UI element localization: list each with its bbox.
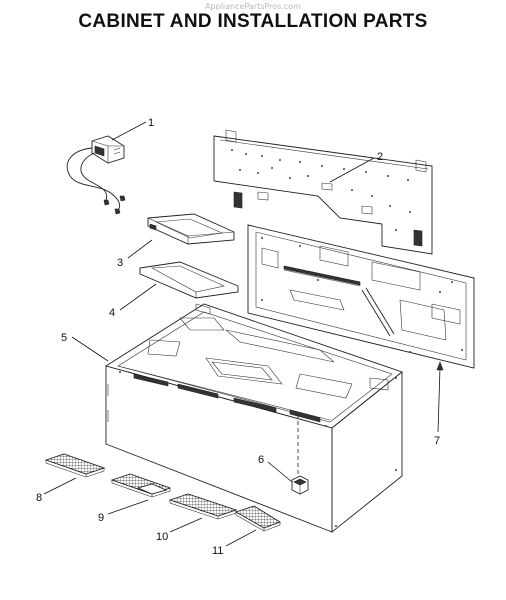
callout-8: 8 (36, 492, 42, 504)
part-5-cabinet[interactable] (104, 303, 403, 533)
watermark: AppliancePartsPros.com (205, 2, 301, 11)
callout-11: 11 (212, 545, 223, 557)
callout-7: 7 (434, 435, 440, 447)
part-2-mounting-plate[interactable] (213, 129, 433, 255)
callout-5: 5 (61, 332, 67, 344)
page-title: CABINET AND INSTALLATION PARTS (78, 11, 428, 32)
callout-1: 1 (148, 117, 154, 129)
callout-6: 6 (258, 454, 264, 466)
part-1-wire-harness[interactable] (66, 135, 126, 215)
callout-9: 9 (98, 512, 104, 524)
part-8-grease-filter[interactable] (44, 453, 106, 478)
callout-numbers: 1 2 3 4 5 6 7 8 9 10 11 (36, 117, 440, 557)
part-10-grease-filter[interactable] (168, 493, 238, 520)
part-4-gasket[interactable] (139, 261, 239, 299)
callout-2: 2 (377, 151, 383, 163)
callout-4: 4 (109, 307, 115, 319)
callout-3: 3 (117, 257, 123, 269)
part-7-rear-panel[interactable] (247, 224, 475, 369)
part-9-vent-grille[interactable] (110, 473, 172, 498)
part-6-sensor[interactable] (291, 475, 309, 495)
part-11-grease-filter[interactable] (234, 505, 282, 532)
callout-10: 10 (156, 531, 168, 543)
part-3-vent-bracket[interactable] (147, 213, 235, 245)
leader-lines (43, 121, 444, 547)
